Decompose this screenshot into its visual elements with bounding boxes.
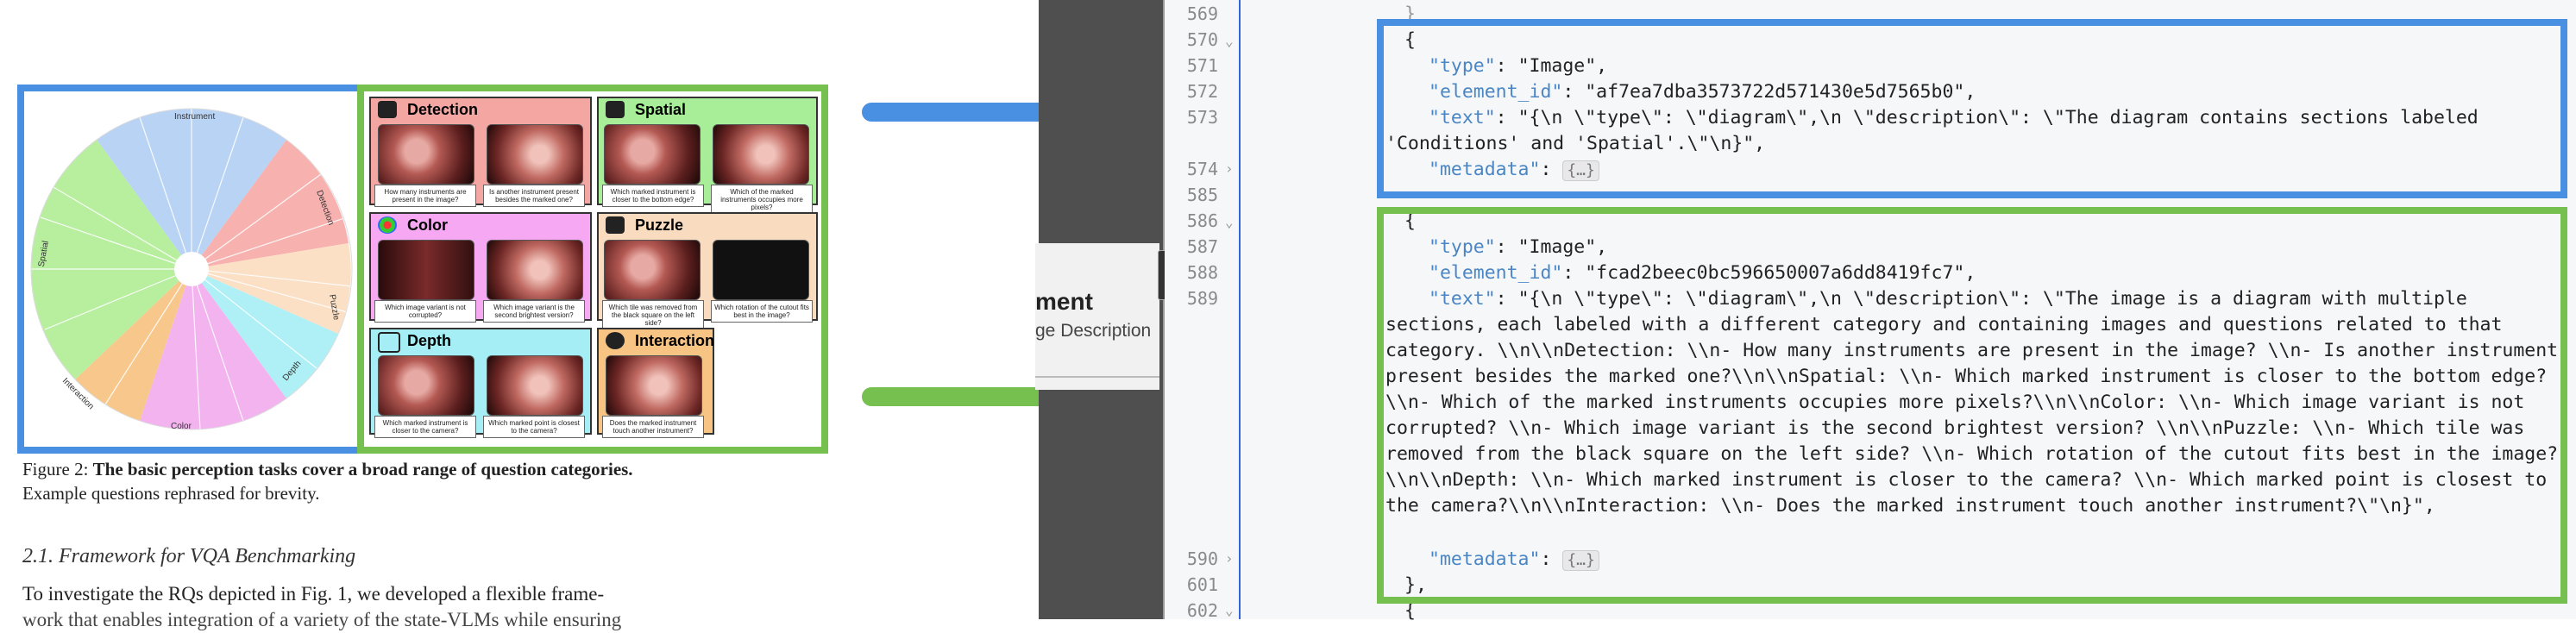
code-line-element-id[interactable]: "element_id": "fcad2beec0bc596650007a6dd… — [1429, 262, 1976, 284]
line-number: 569 — [1186, 3, 1218, 24]
code-line-metadata[interactable]: "metadata": {…} — [1429, 547, 1599, 573]
fold-chevron-down-icon[interactable]: ⌄ — [1225, 602, 1234, 618]
line-gutter — [1165, 0, 1242, 619]
figure-caption: Figure 2: The basic perception tasks cov… — [22, 457, 833, 505]
line-number: 570 — [1186, 29, 1218, 50]
puzzle-image — [713, 240, 809, 300]
surgical-image — [487, 355, 583, 416]
question-text: Which rotation of the cutout fits best i… — [711, 300, 813, 323]
code-brace: { — [1404, 210, 1416, 232]
fold-chevron-right-icon[interactable]: › — [1225, 550, 1234, 567]
puzzle-icon — [606, 216, 625, 234]
cube-icon — [378, 332, 400, 353]
surgical-image — [606, 355, 702, 416]
tile-interaction: Interaction Does the marked instrument t… — [597, 328, 715, 438]
tile-color: Color Which image variant is not corrupt… — [369, 212, 592, 323]
code-brace: { — [1404, 600, 1416, 622]
line-number: 601 — [1186, 574, 1218, 595]
tile-title: Depth — [407, 332, 451, 349]
line-number: 589 — [1186, 288, 1218, 309]
preview-divider — [1035, 376, 1159, 378]
tiles-figure-highlight[interactable]: Detection How many instruments are prese… — [357, 85, 1203, 504]
tile-depth: Depth Which marked instrument is closer … — [369, 328, 592, 438]
code-line-element-id[interactable]: "element_id": "af7ea7dba3573722d571430e5… — [1429, 81, 1976, 103]
code-line-text[interactable]: "text": "{\n \"type\": \"diagram\",\n \"… — [1385, 107, 2479, 154]
tile-spatial: Spatial Which marked instrument is close… — [597, 97, 818, 215]
tile-title: Detection — [407, 101, 479, 118]
fold-chevron-down-icon[interactable]: ⌄ — [1225, 214, 1234, 230]
wheel-label-bottom: Color — [171, 422, 192, 431]
line-number: 571 — [1186, 55, 1218, 76]
green-highlight-box — [1377, 207, 2567, 604]
tile-title: Color — [407, 216, 448, 234]
question-text: Which tile was removed from the black sq… — [602, 300, 704, 330]
caption-rest: Example questions rephrased for brevity. — [22, 483, 320, 504]
line-number: 587 — [1186, 236, 1218, 257]
question-text: Which image variant is not corrupted? — [374, 300, 476, 323]
question-text: Does the marked instrument touch another… — [602, 416, 704, 438]
question-text: Which image variant is the second bright… — [483, 300, 585, 323]
surgical-image — [378, 355, 474, 416]
collapsed-object[interactable]: {…} — [1562, 160, 1599, 181]
paper-page: Instrument Spatial Puzzle Interaction Co… — [0, 0, 1203, 630]
tile-detection: Detection How many instruments are prese… — [369, 97, 592, 207]
pane-divider[interactable] — [1163, 0, 1165, 619]
code-line-metadata[interactable]: "metadata": {…} — [1429, 157, 1599, 183]
line-number: 574 — [1186, 159, 1218, 179]
detection-icon — [378, 101, 397, 118]
surgical-image — [604, 124, 701, 185]
question-text: Which marked point is closest to the cam… — [483, 416, 585, 438]
surgical-image — [378, 240, 474, 300]
line-number: 588 — [1186, 262, 1218, 283]
paragraph-line: To investigate the RQs depicted in Fig. … — [22, 583, 605, 605]
surgical-image — [604, 240, 701, 300]
document-preview-fragment: ment ge Description — [1035, 243, 1159, 390]
code-line-type[interactable]: "type": "Image", — [1429, 236, 1608, 258]
collapsed-object[interactable]: {…} — [1562, 550, 1599, 571]
line-number: 586 — [1186, 210, 1218, 231]
wheel-figure-highlight[interactable]: Instrument Spatial Puzzle Interaction Co… — [17, 85, 364, 454]
color-wheel-icon — [378, 216, 397, 234]
wheel-label-right: Puzzle — [327, 294, 341, 322]
surgical-image — [487, 240, 583, 300]
paragraph-line: work that enables integration of a varie… — [22, 609, 622, 630]
fold-chevron-right-icon[interactable]: › — [1225, 160, 1234, 177]
line-number: 590 — [1186, 548, 1218, 569]
tile-title: Spatial — [635, 101, 687, 118]
question-text: Which marked instrument is closer to the… — [602, 185, 704, 207]
question-text: Which marked instrument is closer to the… — [374, 416, 476, 438]
tile-title: Puzzle — [635, 216, 684, 234]
paragraph: To investigate the RQs depicted in Fig. … — [22, 581, 816, 633]
fold-chevron-down-icon[interactable]: ⌄ — [1225, 33, 1234, 49]
surgical-image — [378, 124, 474, 185]
surgical-image — [487, 124, 583, 185]
surgical-image — [713, 124, 809, 185]
move-arrows-icon — [606, 101, 625, 118]
wheel-label-left: Spatial — [37, 240, 51, 267]
tile-title: Interaction — [635, 332, 715, 349]
tile-puzzle: Puzzle Which tile was removed from the b… — [597, 212, 818, 330]
wheel-label-top: Instrument — [174, 112, 215, 122]
caption-prefix: Figure 2: — [22, 459, 89, 479]
code-line-text[interactable]: "text": "{\n \"type\": \"diagram\",\n \"… — [1385, 288, 2559, 517]
interaction-icon — [606, 332, 625, 349]
code-closing: }, — [1404, 574, 1427, 596]
code-brace: { — [1404, 29, 1416, 51]
question-text: How many instruments are present in the … — [374, 185, 476, 207]
editor-ruler — [1239, 0, 1241, 619]
json-code-editor[interactable]: 569 570 ⌄ 571 572 573 574 › 585 586 ⌄ 58… — [1165, 0, 2576, 622]
caption-bold: The basic perception tasks cover a broad… — [92, 459, 633, 479]
question-text: Which of the marked instruments occupies… — [711, 185, 813, 215]
blue-highlight-box — [1377, 19, 2567, 198]
section-heading: 2.1. Framework for VQA Benchmarking — [22, 545, 356, 567]
line-number: 572 — [1186, 81, 1218, 102]
line-number: 573 — [1186, 107, 1218, 128]
preview-heading: ment — [1035, 288, 1093, 315]
code-line-type[interactable]: "type": "Image", — [1429, 55, 1608, 77]
question-text: Is another instrument present besides th… — [483, 185, 585, 207]
line-number: 585 — [1186, 185, 1218, 205]
preview-subtext: ge Description — [1035, 321, 1152, 341]
category-wheel: Instrument Spatial Puzzle Interaction Co… — [30, 108, 353, 431]
line-number: 602 — [1186, 600, 1218, 621]
